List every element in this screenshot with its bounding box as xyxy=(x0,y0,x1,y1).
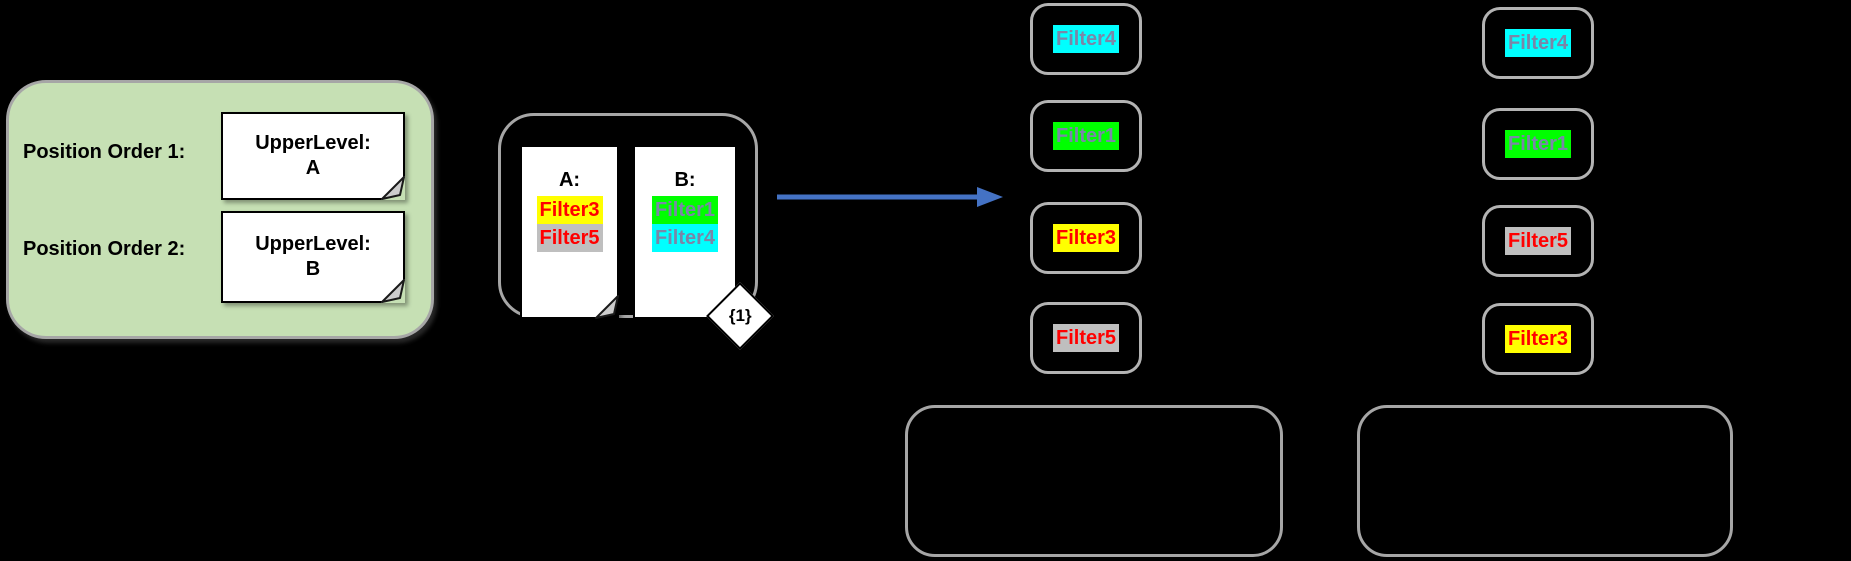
folded-corner-icon xyxy=(381,279,405,303)
filter-chip: Filter5 xyxy=(536,224,603,252)
filter-chip: Filter5 xyxy=(1053,324,1119,352)
output2-filter1-box: Filter1 xyxy=(1482,108,1594,180)
result-container-1 xyxy=(905,405,1283,557)
filter-chip: Filter4 xyxy=(1053,25,1119,53)
position-order-2-label: Position Order 2: xyxy=(23,238,186,260)
upper-level-b-note: UpperLevel: B xyxy=(221,211,405,303)
filter-chip: Filter3 xyxy=(536,196,603,224)
filter-chip: Filter4 xyxy=(1505,29,1571,57)
filter-chip: Filter5 xyxy=(1505,227,1571,255)
upper-level-a-note: UpperLevel: A xyxy=(221,112,405,200)
output1-filter5-box: Filter5 xyxy=(1030,302,1142,374)
output2-filter5-box: Filter5 xyxy=(1482,205,1594,277)
note-title: A: xyxy=(558,169,581,191)
input-filter-container: A: Filter3 Filter5 B: Filter1 Filter4 xyxy=(498,113,758,319)
filter-chip: Filter3 xyxy=(1505,325,1571,353)
output2-filter3-box: Filter3 xyxy=(1482,303,1594,375)
note-title: B: xyxy=(674,169,696,191)
document-note-a: A: Filter3 Filter5 xyxy=(520,145,619,319)
result-container-2 xyxy=(1357,405,1733,557)
flow-arrow-icon xyxy=(777,187,1003,207)
filter-chip: Filter1 xyxy=(652,196,718,224)
document-note-b: B: Filter1 Filter4 xyxy=(633,145,737,319)
filter-chip: Filter3 xyxy=(1053,224,1119,252)
filter-chip: Filter1 xyxy=(1053,122,1119,150)
note-line: A xyxy=(305,157,321,179)
output2-filter4-box: Filter4 xyxy=(1482,7,1594,79)
folded-corner-icon xyxy=(381,176,405,200)
filter-chip: Filter1 xyxy=(1505,130,1571,158)
output1-filter3-box: Filter3 xyxy=(1030,202,1142,274)
position-order-legend-panel: Position Order 1: UpperLevel: A Position… xyxy=(6,80,434,339)
folded-corner-icon xyxy=(595,295,619,319)
cardinality-badge-label: {1} xyxy=(728,306,752,325)
note-line: UpperLevel: xyxy=(255,132,371,154)
output1-filter1-box: Filter1 xyxy=(1030,100,1142,172)
note-line: UpperLevel: xyxy=(255,233,371,255)
note-line: B xyxy=(305,258,321,280)
position-order-1-label: Position Order 1: xyxy=(23,141,186,163)
filter-chip: Filter4 xyxy=(652,224,718,252)
output1-filter4-box: Filter4 xyxy=(1030,3,1142,75)
